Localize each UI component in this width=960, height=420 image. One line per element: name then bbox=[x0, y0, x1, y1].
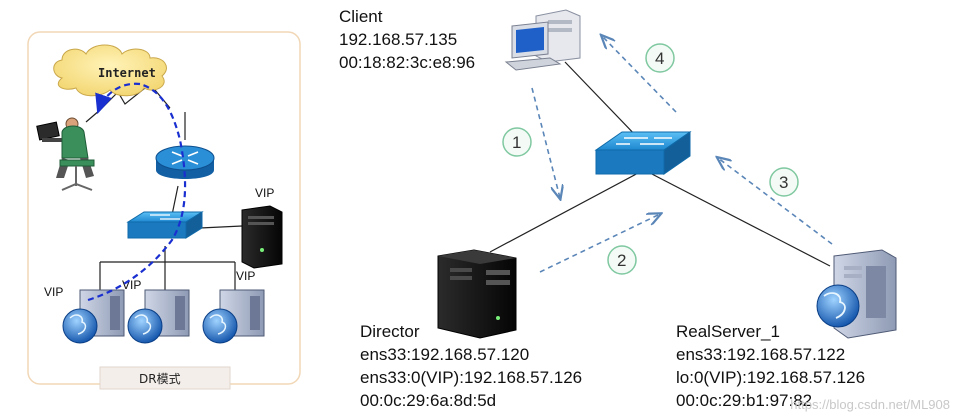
arrow-step-3 bbox=[718, 158, 833, 245]
dr-mode-panel: Internet bbox=[27, 31, 301, 390]
watermark-text: https://blog.csdn.net/ML908 bbox=[790, 397, 950, 412]
director-name: Director bbox=[360, 322, 420, 341]
vip-label-server-3: VIP bbox=[236, 269, 255, 283]
switch-realserver-link bbox=[647, 171, 831, 267]
svg-text:4: 4 bbox=[655, 49, 664, 68]
vip-label-director: VIP bbox=[255, 186, 274, 200]
client-mac: 00:18:82:3c:e8:96 bbox=[339, 53, 476, 72]
realserver-name: RealServer_1 bbox=[676, 322, 780, 341]
client-name: Client bbox=[339, 7, 383, 26]
main-switch-icon bbox=[594, 131, 692, 175]
panel-switch-icon bbox=[126, 211, 204, 239]
vip-label-server-1: VIP bbox=[44, 285, 63, 299]
realserver-vip: lo:0(VIP):192.168.57.126 bbox=[676, 368, 866, 387]
step-badge-4: 4 bbox=[645, 43, 675, 73]
step-badge-3: 3 bbox=[769, 167, 799, 197]
svg-text:3: 3 bbox=[779, 173, 788, 192]
switch-director-link bbox=[199, 225, 243, 229]
realserver-icon bbox=[816, 249, 897, 339]
router-switch-link bbox=[171, 185, 179, 216]
client-switch-link bbox=[564, 61, 641, 141]
client-computer-icon bbox=[504, 9, 581, 71]
panel-director-server-icon bbox=[241, 205, 283, 269]
realserver-mac: 00:0c:29:b1:97:82 bbox=[676, 391, 813, 410]
flow-arrows bbox=[531, 36, 833, 273]
dr-flow-path bbox=[87, 82, 187, 302]
realserver-ens33: ens33:192.168.57.122 bbox=[676, 345, 846, 364]
mode-label: DR模式 bbox=[139, 372, 181, 386]
svg-text:1: 1 bbox=[512, 133, 521, 152]
main-links bbox=[489, 61, 831, 267]
director-info: Director ens33:192.168.57.120 ens33:0(VI… bbox=[360, 320, 582, 412]
panel-real-server-1-icon bbox=[62, 289, 125, 344]
arrow-step-2 bbox=[539, 214, 660, 273]
cloud-label: Internet bbox=[98, 66, 156, 80]
main-topology: 1 2 3 4 bbox=[437, 9, 897, 339]
director-vip: ens33:0(VIP):192.168.57.126 bbox=[360, 368, 583, 387]
step-badge-1: 1 bbox=[502, 127, 532, 157]
svg-text:2: 2 bbox=[617, 251, 626, 270]
vip-label-server-2: VIP bbox=[122, 278, 141, 292]
realserver-info: RealServer_1 ens33:192.168.57.122 lo:0(V… bbox=[676, 320, 865, 412]
panel-real-server-3-icon bbox=[202, 289, 265, 344]
arrow-step-1 bbox=[531, 87, 560, 198]
router-icon bbox=[155, 145, 215, 179]
client-ip: 192.168.57.135 bbox=[339, 30, 458, 49]
user-person-icon bbox=[36, 117, 95, 191]
director-ens33: ens33:192.168.57.120 bbox=[360, 345, 530, 364]
director-server-icon bbox=[437, 249, 517, 339]
step-badge-2: 2 bbox=[607, 245, 637, 275]
switch-director-main-link bbox=[489, 171, 641, 253]
director-mac: 00:0c:29:6a:8d:5d bbox=[360, 391, 497, 410]
mode-label-box: DR模式 bbox=[99, 366, 231, 390]
panel-real-server-2-icon bbox=[127, 289, 190, 344]
client-info: Client 192.168.57.135 00:18:82:3c:e8:96 bbox=[339, 5, 475, 74]
